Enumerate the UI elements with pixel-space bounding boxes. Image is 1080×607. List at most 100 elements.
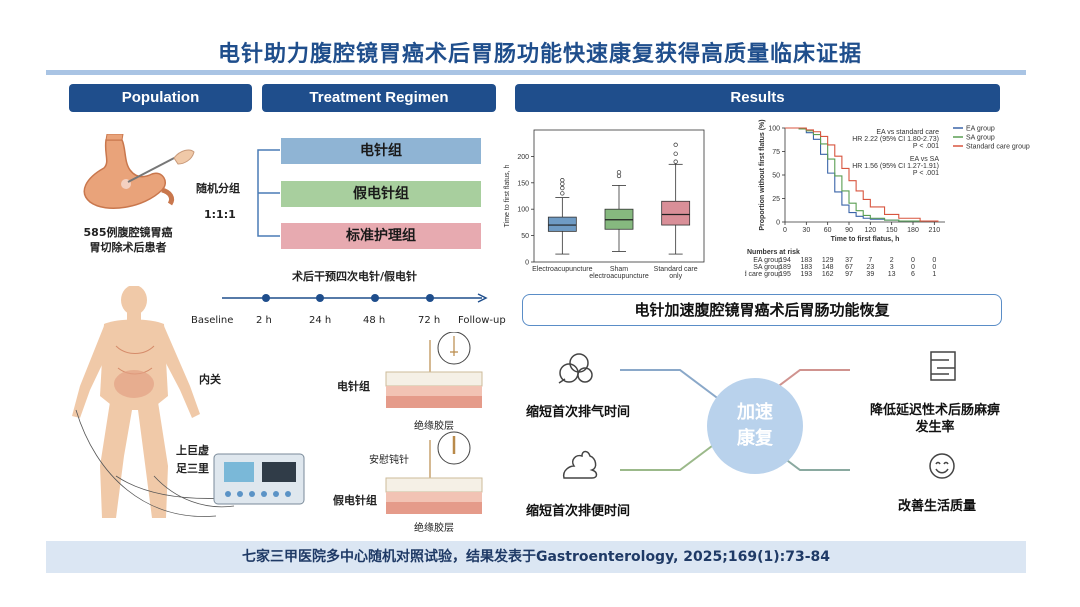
km-annotation-2: P < .001: [913, 143, 939, 150]
arm-standard-care: 标准护理组: [281, 223, 481, 249]
km-xtick-label-2: 60: [824, 227, 832, 234]
km-annotation-4: HR 1.56 (95% CI 1.27-1.91): [852, 163, 939, 170]
box-outlier-2-0: [673, 159, 678, 164]
timeline-dot-0: [262, 294, 270, 302]
risk-row-name-0: EA group: [753, 257, 782, 264]
km-xtick-label-0: 0: [783, 227, 787, 234]
boxplot-frame: [533, 129, 705, 263]
box-outlier-2-1: [673, 151, 678, 156]
center-line2: 康复: [737, 428, 773, 449]
outcome-flatus: 缩短首次排气时间: [525, 405, 630, 420]
insulation-layer-ea: 绝缘胶层: [414, 421, 454, 432]
boxplot-ytick-label-3: 150: [517, 180, 529, 187]
intestine-icon: [930, 351, 956, 381]
stool-icon: [562, 450, 598, 479]
timeline-72h: 72 h: [418, 315, 441, 326]
km-xtick-label-1: 30: [802, 227, 810, 234]
boxplot-ylabel: Time to first flatus, h: [504, 165, 511, 228]
box-outlier-0-1: [560, 185, 565, 191]
km-series-1: [785, 127, 921, 222]
conclusion-banner: 电针加速腹腔镜胃癌术后胃肠功能恢复: [522, 294, 1002, 326]
risk-cell-0-3: 37: [845, 257, 853, 264]
randomization-ratio: 1:1:1: [204, 208, 236, 221]
km-annotation-1: HR 2.22 (95% CI 1.80-2.73): [852, 136, 939, 143]
risk-cell-1-3: 67: [845, 264, 853, 271]
boxplot-xlabel-1-0: Sham: [610, 266, 628, 273]
body-illustration: [72, 286, 305, 518]
km-xtick-label-4: 120: [864, 227, 876, 234]
population-description: 胃切除术后患者: [89, 241, 167, 254]
randomization-label: 随机分组: [196, 182, 240, 195]
risk-cell-2-3: 97: [845, 271, 853, 278]
km-xlabel: Time to first flatus, h: [831, 236, 900, 243]
timeline-2h: 2 h: [256, 315, 272, 326]
boxplot-ytick-label-0: 0: [525, 260, 529, 267]
risk-cell-1-6: 0: [911, 264, 915, 271]
outcome-qol: 改善生活质量: [897, 499, 976, 514]
km-ytick-label-2: 50: [772, 173, 780, 180]
risk-cell-2-7: 1: [932, 271, 936, 278]
center-circle: 加速康复: [707, 378, 803, 474]
footer-citation: 七家三甲医院多中心随机对照试验，结果发表于Gastroenterology, 2…: [46, 541, 1026, 573]
box-outlier-2-2: [673, 142, 678, 147]
risk-cell-2-5: 13: [888, 271, 896, 278]
outcome-ileus-2: 发生率: [915, 420, 955, 435]
km-ytick-label-0: 0: [776, 220, 780, 227]
risk-row-name-1: SA group: [753, 264, 782, 271]
acupoint-neiguan: 内关: [199, 373, 221, 386]
arm-sa: 假电针组: [281, 181, 481, 207]
risk-cell-0-7: 0: [932, 257, 936, 264]
center-line1: 加速: [737, 402, 773, 423]
timeline-24h: 24 h: [309, 315, 332, 326]
boxplot-xlabel-2-1: only: [669, 273, 682, 280]
acupoint-zusanli: 足三里: [176, 462, 209, 475]
acupoint-shangjuxu: 上巨虚: [176, 444, 209, 457]
timeline-baseline: Baseline: [191, 315, 234, 326]
risk-cell-1-4: 23: [866, 264, 874, 271]
risk-cell-1-5: 3: [890, 264, 894, 271]
km-annotation-5: P < .001: [913, 170, 939, 177]
risk-cell-2-1: 193: [800, 271, 812, 278]
risk-cell-1-1: 183: [800, 264, 812, 271]
km-xtick-label-5: 150: [886, 227, 898, 234]
box-outlier-0-3: [560, 178, 565, 183]
outcome-defecation: 缩短首次排便时间: [525, 504, 630, 519]
outcome-ileus: 降低延迟性术后肠麻痹: [869, 403, 1000, 418]
km-series-2: [785, 127, 939, 222]
risk-cell-1-2: 148: [822, 264, 834, 271]
results-header: Results: [515, 84, 1000, 112]
km-annotation-3: EA vs SA: [910, 156, 940, 163]
box-outlier-1-0: [616, 173, 622, 179]
risk-row-name-2: Standard care group: [745, 271, 782, 278]
km-legend-label-1: SA group: [966, 135, 995, 142]
page-title: 电针助力腹腔镜胃癌术后胃肠功能快速康复获得高质量临床证据: [217, 42, 862, 67]
box-outlier-1-1: [616, 170, 622, 175]
smile-icon: [929, 453, 955, 479]
risk-cell-0-0: 194: [779, 257, 791, 264]
km-ytick-label-4: 100: [768, 126, 780, 133]
timeline-dot-2: [371, 294, 379, 302]
treatment-header: Treatment Regimen: [262, 84, 496, 112]
boxplot-ytick-label-1: 50: [521, 233, 529, 240]
timeline-dot-1: [316, 294, 324, 302]
flatus-icon: [558, 353, 593, 384]
box-outlier-0-2: [560, 181, 565, 187]
risk-cell-2-0: 195: [779, 271, 791, 278]
risk-cell-2-2: 162: [822, 271, 834, 278]
risk-cell-1-0: 189: [779, 264, 791, 271]
risk-table-title: Numbers at risk: [747, 249, 800, 256]
risk-cell-2-6: 6: [911, 271, 915, 278]
timeline-48h: 48 h: [363, 315, 386, 326]
timeline-axis: [222, 293, 488, 303]
blunt-needle-label: 安慰钝针: [369, 455, 409, 466]
risk-cell-0-1: 183: [800, 257, 812, 264]
needle-sa-label: 假电针组: [333, 494, 377, 507]
km-legend-label-2: Standard care group: [966, 144, 1030, 151]
population-count: 585例腹腔镜胃癌: [83, 226, 173, 239]
population-header: Population: [69, 84, 252, 112]
boxplot-xlabel-1-1: electroacupuncture: [589, 273, 649, 280]
risk-cell-1-7: 0: [932, 264, 936, 271]
box-outlier-0-0: [560, 191, 565, 196]
